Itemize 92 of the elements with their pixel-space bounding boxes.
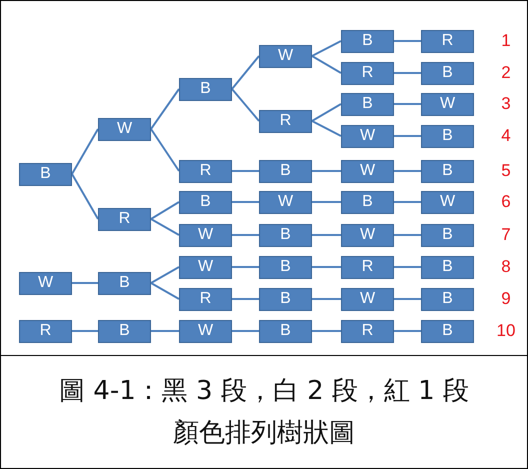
color-box: W: [98, 118, 151, 140]
color-box: W: [259, 44, 312, 68]
color-box: B: [179, 78, 232, 100]
connector-line: [150, 88, 180, 130]
connector-line: [312, 120, 342, 137]
connector-line: [312, 234, 341, 236]
color-box: B: [98, 272, 151, 294]
color-box: B: [421, 256, 474, 278]
connector-line: [394, 298, 421, 300]
connector-line: [394, 330, 421, 332]
color-box: W: [341, 124, 394, 148]
color-box: R: [19, 320, 72, 342]
row-number: 7: [500, 225, 512, 245]
connector-line: [231, 55, 260, 90]
row-number: 6: [500, 192, 512, 212]
connector-line: [394, 40, 421, 42]
connector-line: [150, 128, 180, 172]
connector-line: [72, 282, 98, 284]
color-box: R: [421, 30, 474, 52]
row-number: 9: [500, 289, 512, 309]
connector-line: [232, 201, 259, 203]
color-box: B: [341, 190, 394, 214]
color-box: R: [179, 160, 232, 182]
color-box: W: [341, 224, 394, 246]
color-box: B: [259, 288, 312, 310]
connector-line: [231, 88, 260, 122]
color-box: B: [259, 160, 312, 182]
connector-line: [150, 201, 180, 220]
figure-caption: 圖 4-1：黑 3 段，白 2 段，紅 1 段顏色排列樹狀圖: [58, 375, 470, 450]
connector-line: [312, 201, 341, 203]
color-box: W: [19, 272, 72, 294]
color-box: B: [421, 62, 474, 84]
color-box: B: [259, 256, 312, 278]
connector-line: [312, 330, 341, 332]
color-box: R: [259, 110, 312, 132]
connector-line: [394, 234, 421, 236]
connector-line: [312, 266, 341, 268]
connector-line: [151, 330, 179, 332]
color-box: B: [341, 92, 394, 116]
color-box: W: [179, 320, 232, 342]
color-box: B: [179, 190, 232, 214]
row-number: 1: [500, 31, 512, 51]
connector-line: [71, 128, 99, 174]
row-number: 5: [500, 161, 512, 181]
connector-line: [312, 40, 342, 57]
color-box: W: [341, 160, 394, 182]
connector-line: [312, 298, 341, 300]
color-box: B: [421, 320, 474, 342]
color-box: B: [421, 124, 474, 148]
color-box: R: [179, 288, 232, 310]
color-box: W: [421, 92, 474, 116]
connector-line: [394, 201, 421, 203]
connector-line: [394, 72, 421, 74]
row-number: 2: [500, 63, 512, 83]
color-box: W: [179, 224, 232, 246]
color-box: W: [179, 256, 232, 278]
connector-line: [150, 218, 180, 236]
row-number: 10: [496, 321, 516, 341]
color-box: B: [421, 224, 474, 246]
connector-line: [394, 170, 421, 172]
connector-line: [232, 170, 259, 172]
row-number: 3: [500, 94, 512, 114]
connector-line: [394, 135, 421, 137]
color-box: B: [19, 162, 72, 186]
connector-line: [150, 282, 180, 300]
color-box: B: [421, 288, 474, 310]
color-box: R: [341, 320, 394, 342]
connector-line: [394, 266, 421, 268]
row-number: 4: [500, 126, 512, 146]
row-number: 8: [500, 257, 512, 277]
color-box: B: [98, 320, 151, 342]
color-box: B: [341, 30, 394, 52]
connector-line: [312, 55, 342, 74]
color-box: W: [421, 190, 474, 214]
connector-line: [72, 330, 98, 332]
connector-line: [71, 174, 99, 220]
color-box: R: [98, 208, 151, 230]
color-box: R: [341, 256, 394, 278]
color-box: W: [341, 288, 394, 310]
connector-line: [232, 234, 259, 236]
color-box: B: [421, 160, 474, 182]
connector-line: [312, 103, 342, 122]
connector-line: [232, 330, 259, 332]
connector-line: [150, 266, 180, 284]
color-box: R: [341, 62, 394, 84]
color-box: B: [259, 224, 312, 246]
connector-line: [232, 266, 259, 268]
color-box: B: [259, 320, 312, 342]
connector-line: [394, 103, 421, 105]
connector-line: [312, 170, 341, 172]
connector-line: [232, 298, 259, 300]
color-box: W: [259, 190, 312, 214]
